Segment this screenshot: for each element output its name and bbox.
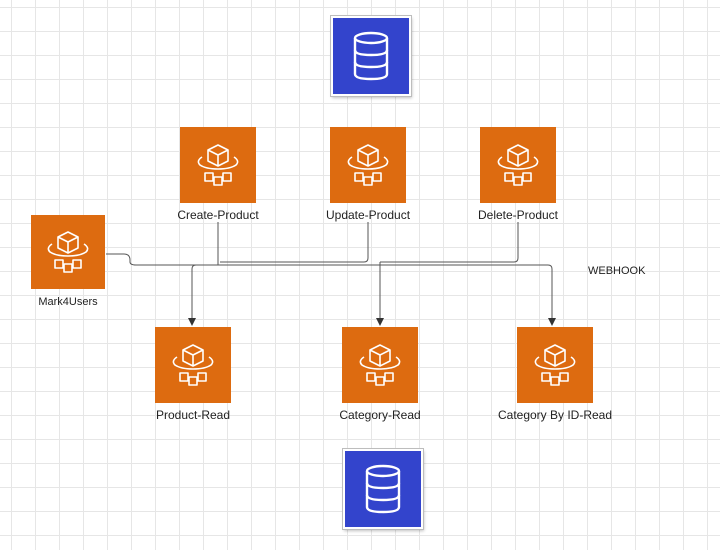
update-product-node[interactable] [330, 127, 406, 203]
delete-product-label: Delete-Product [477, 208, 559, 222]
create-product-label: Create-Product [177, 208, 259, 222]
category-read-label: Category-Read [339, 408, 421, 422]
lambda-service-icon [359, 344, 401, 386]
category-read-node[interactable] [342, 327, 418, 403]
database-icon [365, 464, 401, 514]
delete-product-node[interactable] [480, 127, 556, 203]
bottom-database[interactable] [343, 449, 423, 529]
connector-bus [188, 264, 197, 326]
lambda-service-icon [497, 144, 539, 186]
mark4users-node[interactable] [31, 215, 105, 289]
category-by-id-read-label: Category By ID-Read [497, 408, 613, 422]
lambda-service-icon [197, 144, 239, 186]
top-database[interactable] [331, 16, 411, 96]
lambda-service-icon [534, 344, 576, 386]
update-product-label: Update-Product [325, 208, 411, 222]
mark4users-label: Mark4Users [38, 296, 98, 308]
connector-delete-product [380, 222, 519, 263]
connector-update-product [220, 222, 369, 263]
lambda-service-icon [47, 231, 89, 273]
connector-bus-center [217, 262, 380, 324]
connector-mark4users [106, 253, 556, 326]
create-product-node[interactable] [180, 127, 256, 203]
lambda-service-icon [347, 144, 389, 186]
database-icon [353, 31, 389, 81]
webhook-label: WEBHOOK [588, 265, 646, 277]
category-by-id-read-node[interactable] [517, 327, 593, 403]
lambda-service-icon [172, 344, 214, 386]
product-read-node[interactable] [155, 327, 231, 403]
product-read-label: Product-Read [155, 408, 231, 422]
